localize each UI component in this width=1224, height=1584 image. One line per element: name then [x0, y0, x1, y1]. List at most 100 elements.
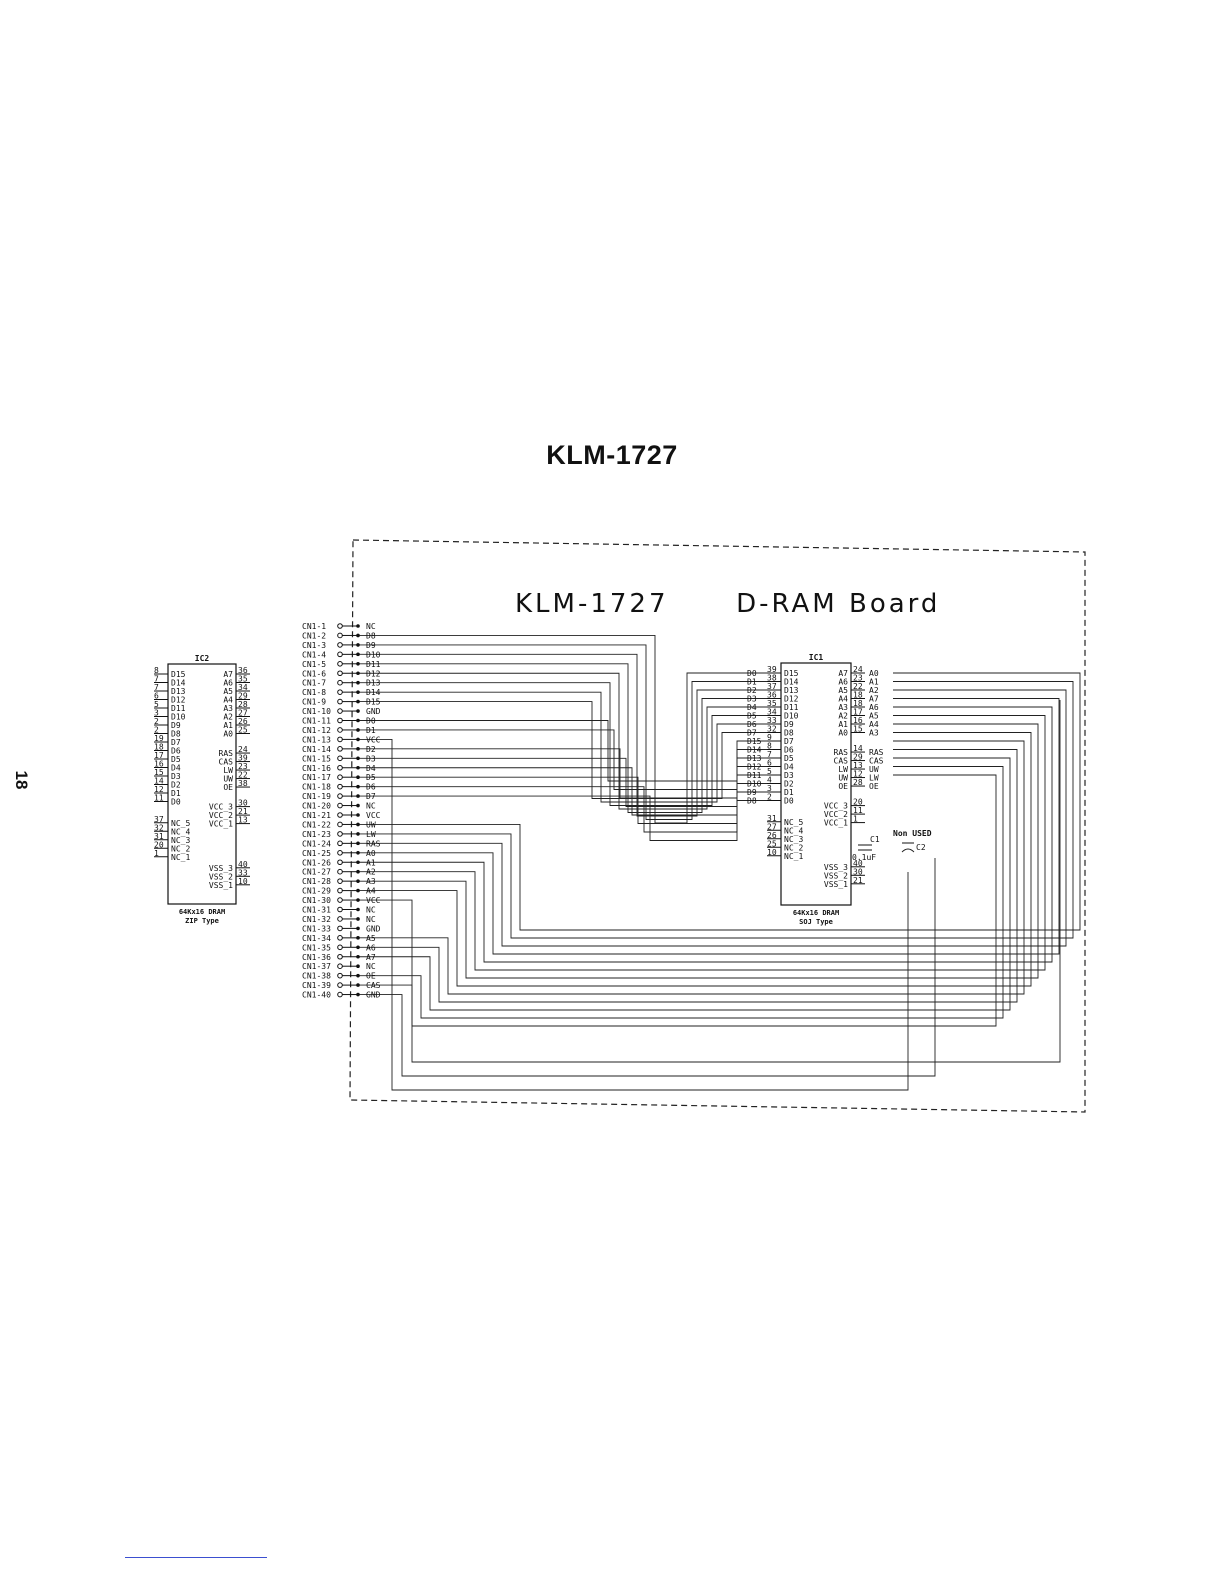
chip-pin-number: 32	[767, 725, 777, 734]
signal-wire	[358, 740, 1025, 995]
connector-pin-terminal	[337, 661, 343, 667]
signal-wire	[358, 748, 767, 799]
connector-pin-dot	[356, 926, 360, 931]
connector-pin-dot	[356, 756, 360, 761]
connector-pin-signal: VCC	[366, 735, 381, 744]
chip-nc-label: NC_3	[784, 835, 803, 844]
chip-nc-label: NC_4	[784, 826, 803, 835]
connector-pin-signal: D4	[366, 764, 376, 773]
connector-pin-terminal	[337, 736, 343, 743]
connector-pin-id: CN1-8	[302, 688, 326, 697]
signal-wire	[358, 700, 1061, 1063]
connector-pin-id: CN1-18	[302, 783, 331, 792]
connector-pin-dot	[356, 945, 360, 950]
connector-pin-dot	[356, 860, 360, 865]
chip-nc-label: NC_4	[171, 827, 190, 836]
connector-pin-terminal	[337, 698, 343, 705]
signal-wire	[358, 757, 767, 807]
signal-wire	[358, 644, 767, 820]
chip-pin-number: 15	[154, 768, 164, 777]
chip-pin-label: D2	[171, 781, 181, 790]
chip-pin-number: 28	[853, 778, 863, 787]
connector-pin-signal: A6	[366, 943, 376, 952]
connector-pin-dot	[356, 841, 360, 846]
chip-name: IC1	[809, 653, 824, 662]
connector-pin-id: CN1-30	[302, 896, 331, 905]
chip-pin-number: 38	[238, 779, 248, 788]
connector-pin-dot	[356, 973, 360, 978]
connector-pin-dot	[356, 822, 360, 827]
chip-pin-net: D9	[747, 788, 757, 797]
connector-pin-signal: D11	[366, 660, 381, 669]
connector-pin-id: CN1-36	[302, 953, 331, 962]
connector-pin-terminal	[337, 897, 343, 903]
chip-pin-label: D4	[784, 763, 794, 772]
connector-pin-dot	[356, 728, 360, 732]
connector-pin-id: CN1-27	[302, 868, 331, 877]
chip-pin-label: A7	[223, 670, 233, 679]
chip-pin-label: D10	[784, 712, 799, 721]
connector-pin-terminal	[337, 840, 343, 847]
connector-pin-terminal	[337, 887, 343, 894]
connector-pin-dot	[356, 671, 360, 676]
chip-pin-label: A1	[223, 721, 233, 730]
connector-pin-signal: D3	[366, 754, 376, 763]
c2-label: C2	[916, 843, 926, 852]
connector-pin-terminal	[337, 642, 343, 648]
connector-pin-dot	[356, 983, 360, 987]
connector-pin-id: CN1-37	[302, 962, 331, 971]
chip-pin-net: UW	[869, 765, 879, 774]
chip-pin-number: 7	[154, 675, 159, 684]
connector-pin-signal: NC	[366, 915, 376, 924]
chip-pin-number: 18	[853, 699, 863, 708]
chip-pin-label: D8	[784, 729, 794, 738]
chip-pin-number: 7	[767, 750, 772, 759]
chip-nc-number: 20	[154, 840, 164, 849]
chip-pin-number: 8	[154, 666, 159, 675]
chip-pin-number: 19	[154, 734, 164, 743]
connector-pin-dot	[356, 643, 360, 647]
chip-pin-label: A2	[223, 713, 233, 722]
connector-pin-terminal	[337, 783, 343, 790]
c2-plate-bottom	[901, 848, 915, 853]
chip-nc-number: 1	[154, 849, 159, 858]
connector-pin-signal: NC	[366, 802, 376, 811]
connector-pin-signal: GND	[366, 991, 381, 1000]
chip-nc-label: NC_3	[171, 836, 190, 845]
connector-pin-id: CN1-35	[302, 943, 331, 952]
chip-pin-label: D7	[171, 738, 181, 747]
chip-pin-number: 8	[767, 742, 772, 751]
connector-pin-terminal	[337, 850, 343, 856]
connector-pin-dot	[356, 936, 360, 940]
chip-pin-number: 33	[238, 868, 248, 877]
chip-pin-number: 22	[853, 682, 863, 691]
chip-pin-label: CAS	[219, 758, 234, 767]
signal-wire	[358, 691, 767, 803]
chip-pin-label: A1	[838, 720, 848, 729]
chip-pin-net: A1	[869, 678, 879, 687]
chip-pin-label: D8	[171, 730, 181, 739]
chip-pin-label: A2	[838, 712, 848, 721]
chip-pin-number: 24	[853, 665, 863, 674]
chip-caption: 64Kx16 DRAM	[793, 909, 839, 917]
connector-pin-signal: D8	[366, 631, 376, 640]
chip-caption-type: ZIP Type	[185, 917, 219, 925]
chip-pin-number: 7	[154, 683, 159, 692]
signal-wire	[358, 757, 1011, 1011]
connector-pin-dot	[356, 775, 360, 779]
connector-pin-dot	[356, 737, 360, 742]
connector-pin-dot	[356, 747, 360, 751]
chip-pin-number: 2	[154, 726, 159, 735]
chip-pin-label: LW	[223, 766, 233, 775]
connector-pin-dot	[356, 652, 360, 657]
chip-pin-label: VCC_1	[824, 819, 848, 828]
chip-pin-number: 21	[238, 807, 248, 816]
non-used-note: Non USED	[893, 829, 932, 838]
chip-pin-number: 16	[154, 760, 164, 769]
connector-pin-dot	[356, 954, 360, 959]
chip-pin-label: D15	[784, 669, 799, 678]
chip-nc-number: 31	[154, 832, 164, 841]
connector-pin-terminal	[337, 689, 343, 695]
